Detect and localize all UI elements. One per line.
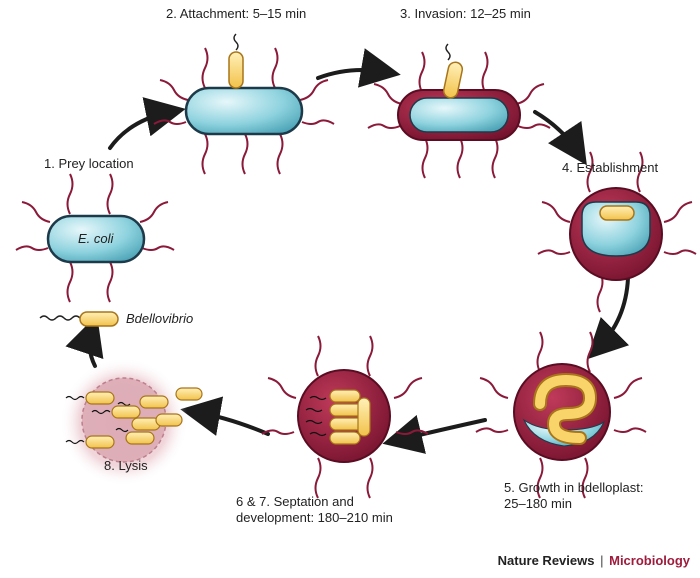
stage-label-growth-line1: 5. Growth in bdelloplast: <box>504 480 644 495</box>
arrow-attachment-to-invasion <box>316 48 401 88</box>
arrow-growth-to-septation <box>382 414 487 454</box>
arrow-location-to-attachment <box>108 97 186 150</box>
stage-label-lysis: 8. Lysis <box>104 458 148 473</box>
cycle-arrows <box>65 48 630 454</box>
ecoli-cell <box>15 173 175 303</box>
invasion-cell <box>367 43 551 179</box>
stage-label-septation-line1: 6 & 7. Septation and <box>236 494 354 509</box>
attachment-cell <box>153 33 335 175</box>
septation-cell <box>261 335 429 499</box>
prey-name-label: E. coli <box>78 231 114 246</box>
journal-name: Nature Reviews <box>497 553 595 568</box>
bdelloplast-growth-cell <box>475 331 647 499</box>
stage-label-attachment: 2. Attachment: 5–15 min <box>166 6 307 21</box>
arrow-invasion-to-establishment <box>533 110 587 166</box>
bdellovibrio-cell <box>39 311 119 327</box>
stage-label-septation-line2: development: 180–210 min <box>236 510 393 525</box>
arrow-lysis-to-location <box>65 314 104 368</box>
credit-separator: | <box>600 553 604 568</box>
stage-label-establishment: 4. Establishment <box>562 160 659 175</box>
stage-label-prey-location: 1. Prey location <box>44 156 134 171</box>
arrow-establishment-to-growth <box>586 276 630 360</box>
arrow-septation-to-lysis <box>180 396 270 436</box>
journal-subject: Microbiology <box>609 553 690 568</box>
journal-credit: Nature Reviews | Microbiology <box>498 553 690 568</box>
establishment-cell <box>537 151 697 313</box>
predator-name-label: Bdellovibrio <box>126 311 194 326</box>
stage-label-invasion: 3. Invasion: 12–25 min <box>400 6 531 21</box>
lysis-cell <box>60 358 203 486</box>
stage-label-growth-line2: 25–180 min <box>504 496 572 511</box>
